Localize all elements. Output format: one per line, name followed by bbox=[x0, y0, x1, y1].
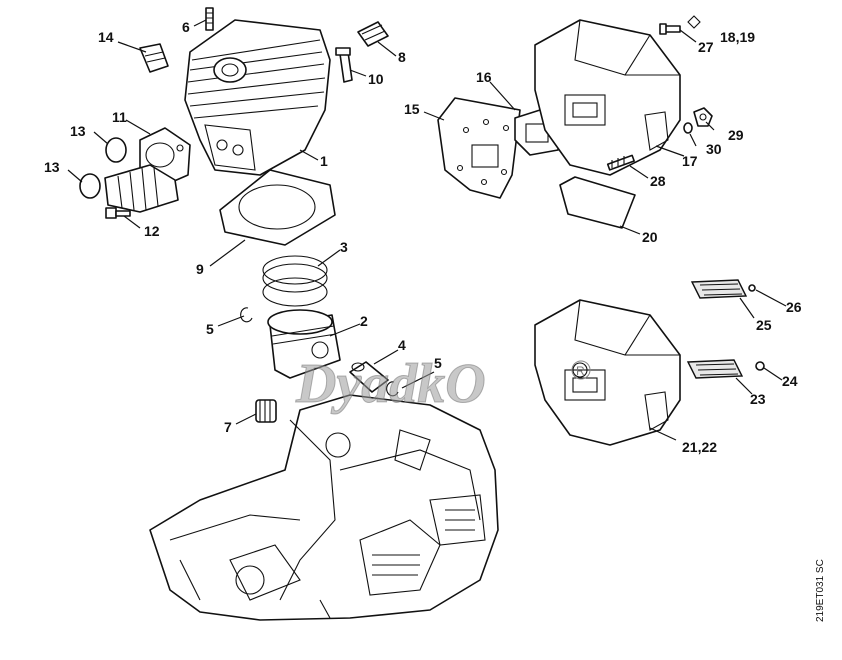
drawing-code: 219ET031 SC bbox=[815, 559, 826, 622]
callout-20: 20 bbox=[642, 229, 658, 245]
o-ring-upper-part bbox=[105, 137, 127, 163]
callout-29: 29 bbox=[728, 127, 744, 143]
spark-arrestor-lower-part bbox=[686, 359, 744, 379]
callout-26: 26 bbox=[786, 299, 802, 315]
piston-pin-part bbox=[349, 361, 389, 393]
callout-12: 12 bbox=[144, 223, 160, 239]
spark-plug-part bbox=[357, 21, 389, 47]
muffler-screw-part bbox=[659, 15, 701, 35]
callout-9: 9 bbox=[196, 261, 204, 277]
callout-27: 27 bbox=[698, 39, 714, 55]
piston-part bbox=[267, 309, 341, 379]
svg-text:R: R bbox=[576, 364, 585, 378]
muffler-upper-part bbox=[534, 19, 681, 176]
muffler-lower-part bbox=[534, 299, 681, 446]
screw-part bbox=[335, 47, 353, 83]
circlip-right-part bbox=[386, 381, 399, 397]
o-ring-lower-part bbox=[79, 173, 101, 199]
callout-13-lower: 13 bbox=[44, 159, 60, 175]
callout-7: 7 bbox=[224, 419, 232, 435]
callout-28: 28 bbox=[650, 173, 666, 189]
callout-16: 16 bbox=[476, 69, 492, 85]
circlip-left-part bbox=[240, 307, 253, 323]
callout-13-upper: 13 bbox=[70, 123, 86, 139]
callout-14: 14 bbox=[98, 29, 114, 45]
callout-25: 25 bbox=[756, 317, 772, 333]
svg-text:DyadkO: DyadkO bbox=[295, 353, 486, 415]
callout-3: 3 bbox=[340, 239, 348, 255]
callout-30: 30 bbox=[706, 141, 722, 157]
callout-15: 15 bbox=[404, 101, 420, 117]
stud-part bbox=[205, 7, 214, 31]
callout-5-right: 5 bbox=[434, 355, 442, 371]
nut-part bbox=[693, 107, 713, 127]
spark-arrestor-upper-part bbox=[690, 279, 748, 299]
callout-18-19: 18,19 bbox=[720, 29, 755, 45]
callout-4: 4 bbox=[398, 337, 406, 353]
callout-10: 10 bbox=[368, 71, 384, 87]
watermark-logo: DyadkO R bbox=[295, 353, 591, 416]
cylinder-part bbox=[184, 19, 331, 176]
callout-6: 6 bbox=[182, 19, 190, 35]
callout-labels: 14 6 8 10 11 13 13 12 1 9 3 2 4 5 5 7 16… bbox=[44, 19, 802, 455]
piston-rings-part bbox=[262, 255, 328, 307]
callout-23: 23 bbox=[750, 391, 766, 407]
decompression-valve-part bbox=[139, 43, 169, 73]
callout-2: 2 bbox=[360, 313, 368, 329]
callout-17: 17 bbox=[682, 153, 698, 169]
screw-26-part bbox=[748, 284, 756, 292]
screw-12-part bbox=[105, 207, 131, 219]
crankcase-part bbox=[149, 394, 499, 621]
cylinder-gasket-part bbox=[219, 169, 336, 246]
callout-24: 24 bbox=[782, 373, 798, 389]
callout-1: 1 bbox=[320, 153, 328, 169]
screw-24-part bbox=[755, 361, 765, 371]
callout-8: 8 bbox=[398, 49, 406, 65]
callout-21-22: 21,22 bbox=[682, 439, 717, 455]
callout-5-left: 5 bbox=[206, 321, 214, 337]
intake-manifold-part bbox=[104, 164, 179, 213]
cooling-plate-part bbox=[559, 176, 636, 229]
muffler-stud-part bbox=[606, 154, 635, 171]
heat-shield-plate-part bbox=[437, 97, 521, 199]
washer-part bbox=[683, 122, 693, 134]
needle-cage-part bbox=[255, 399, 277, 423]
leader-lines bbox=[67, 19, 787, 441]
callout-11: 11 bbox=[112, 109, 127, 125]
